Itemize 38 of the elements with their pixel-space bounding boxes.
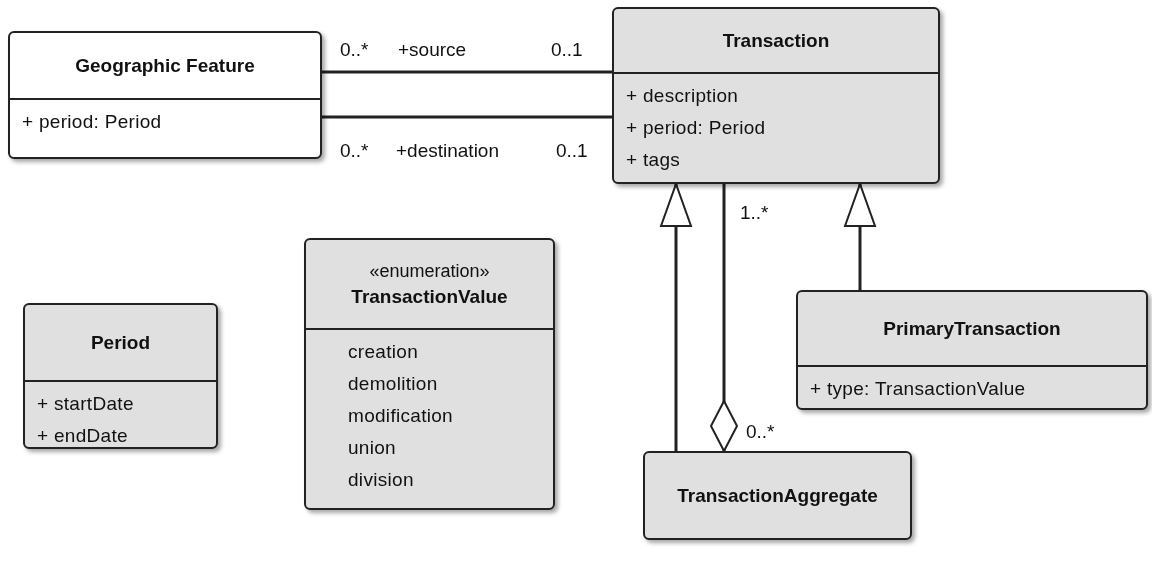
association-line <box>322 115 612 119</box>
generalization-arrow <box>660 183 692 451</box>
aggregation-line <box>710 184 738 452</box>
class-box <box>23 303 218 449</box>
class-name: Geographic Feature <box>75 54 255 77</box>
class-name: Period <box>90 331 151 354</box>
attribute-text: + period: Period <box>626 117 766 138</box>
class-box <box>612 7 940 184</box>
attribute-text: + startDate <box>37 393 134 414</box>
class-name: Transaction <box>722 29 830 52</box>
enum-value: division <box>348 469 414 490</box>
enum-value: creation <box>348 341 418 362</box>
stereotype-label: «enumeration» <box>369 260 490 282</box>
attribute-text: + tags <box>626 149 681 170</box>
class-box <box>643 451 912 540</box>
class-name: TransactionValue <box>351 285 508 308</box>
enum-value: union <box>348 437 396 458</box>
multiplicity-label: 0..1 <box>551 39 583 61</box>
association-line <box>322 70 612 74</box>
attribute-text: + endDate <box>37 425 128 446</box>
multiplicity-label: 0..* <box>340 140 369 162</box>
edge-label: +source <box>398 39 467 61</box>
class-name: PrimaryTransaction <box>883 317 1061 340</box>
multiplicity-label: 0..* <box>340 39 369 61</box>
edge-label: +destination <box>396 140 499 162</box>
attribute-text: + type: TransactionValue <box>810 378 1026 399</box>
multiplicity-label: 0..1 <box>556 140 588 162</box>
class-box <box>796 290 1148 410</box>
enum-value: demolition <box>348 373 438 394</box>
class-box <box>8 31 322 159</box>
attribute-text: + period: Period <box>22 111 162 132</box>
enum-value: modification <box>348 405 453 426</box>
multiplicity-label: 0..* <box>746 421 775 443</box>
class-name: TransactionAggregate <box>677 484 878 507</box>
attribute-text: + description <box>626 85 739 106</box>
generalization-arrow <box>844 183 876 290</box>
class-box <box>304 238 555 510</box>
multiplicity-label: 1..* <box>740 202 769 224</box>
